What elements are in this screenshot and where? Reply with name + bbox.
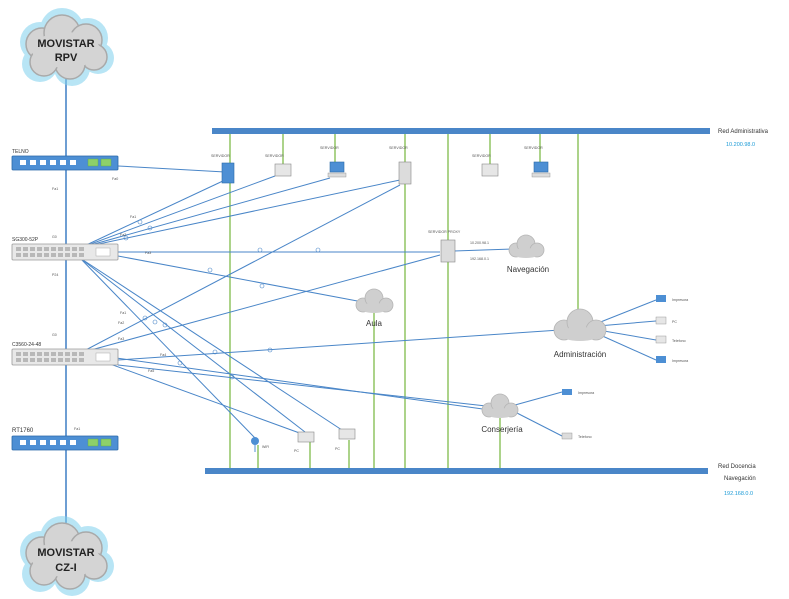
- svg-text:P24: P24: [52, 273, 58, 277]
- svg-text:SERVIDOR: SERVIDOR: [389, 146, 408, 150]
- cloud-navegacion-label: Navegación: [507, 265, 549, 274]
- cloud-bottom-line2: CZ-I: [55, 562, 76, 574]
- router-bottom-label: RT1760: [12, 428, 34, 434]
- cloud-administracion: Administración: [553, 308, 607, 359]
- svg-text:Impresora: Impresora: [672, 298, 688, 302]
- printer-icon: SERVIDOR: [265, 154, 292, 177]
- cloud-navegacion: Navegación: [507, 234, 549, 274]
- svg-text:SERVIDOR: SERVIDOR: [524, 146, 543, 150]
- svg-text:Fa3: Fa3: [145, 251, 151, 255]
- cloud-movistar-czi: MOVISTAR CZ-I: [20, 516, 114, 596]
- admin-network-title: Red Administrativa: [718, 129, 769, 135]
- cloud-top-line1: MOVISTAR: [37, 38, 94, 50]
- svg-text:Impresora: Impresora: [578, 391, 594, 395]
- printer-icon: SERVIDOR: [472, 154, 499, 177]
- svg-text:WiFi: WiFi: [262, 445, 269, 449]
- router-top: TELNO: [11, 149, 119, 171]
- cloud-bottom-line1: MOVISTAR: [37, 547, 94, 559]
- conserjeria-devices: Impresora Telefono: [561, 389, 594, 440]
- switch-a: SG300-52P: [11, 237, 119, 261]
- cloud-administracion-label: Administración: [554, 350, 606, 359]
- svg-text:192.168.0.1: 192.168.0.1: [470, 257, 489, 261]
- switch-b: C3560-24-48: [11, 342, 119, 366]
- svg-text:SERVIDOR: SERVIDOR: [265, 154, 284, 158]
- svg-text:PC: PC: [294, 449, 299, 453]
- svg-text:Fa1: Fa1: [74, 427, 80, 431]
- svg-text:PC: PC: [335, 447, 340, 451]
- cloud-conserjeria-label: Conserjería: [481, 425, 523, 434]
- gateway-device: SERVIDOR PROXY 10.200.98.1 192.168.0.1: [428, 230, 489, 263]
- network-labels: Red Administrativa 10.200.98.0 Red Docen…: [718, 129, 769, 497]
- svg-text:Fa2: Fa2: [120, 233, 126, 237]
- svg-text:Impresora: Impresora: [672, 359, 688, 363]
- computer-icon: PC: [335, 428, 356, 451]
- docencia-network-title: Red Docencia: [718, 464, 756, 470]
- computer-icon: SERVIDOR: [320, 146, 347, 178]
- svg-text:G0: G0: [52, 235, 57, 239]
- svg-text:Fa1: Fa1: [120, 311, 126, 315]
- docencia-devices: WiFi PC PC: [251, 428, 356, 453]
- svg-text:PC: PC: [672, 320, 677, 324]
- cloud-aula-label: Aula: [366, 319, 383, 328]
- docencia-network-subtitle: Navegación: [724, 476, 756, 482]
- svg-text:SERVIDOR PROXY: SERVIDOR PROXY: [428, 230, 461, 234]
- cloud-aula: Aula: [355, 288, 394, 328]
- svg-text:Fa2: Fa2: [118, 321, 124, 325]
- svg-text:Fa1: Fa1: [130, 215, 136, 219]
- svg-text:Fa3: Fa3: [118, 337, 124, 341]
- svg-text:G0: G0: [52, 333, 57, 337]
- svg-text:10.200.98.1: 10.200.98.1: [470, 241, 489, 245]
- cloud-movistar-rpv: MOVISTAR RPV: [20, 8, 114, 86]
- link-tiny-labels: Fa0 Fa1 G0 Fa1 Fa2 P24 Fa3 G0 Fa1 Fa2 Fa…: [52, 177, 166, 431]
- svg-text:Fa0: Fa0: [112, 177, 118, 181]
- server-icon: SERVIDOR: [389, 146, 412, 185]
- svg-text:Telefono: Telefono: [578, 435, 592, 439]
- switch-a-label: SG300-52P: [12, 237, 39, 243]
- svg-text:SERVIDOR: SERVIDOR: [211, 154, 230, 158]
- svg-text:SERVIDOR: SERVIDOR: [472, 154, 491, 158]
- svg-text:Fa5: Fa5: [148, 369, 154, 373]
- server-icon: SERVIDOR: [211, 154, 235, 184]
- admin-cloud-devices: Impresora PC Telefono Impresora: [655, 295, 688, 363]
- access-point-icon: WiFi: [251, 437, 269, 452]
- admin-devices: SERVIDOR SERVIDOR SERVIDOR SERVIDOR SERV…: [211, 146, 551, 185]
- computer-icon: SERVIDOR: [524, 146, 551, 178]
- cloud-top-line2: RPV: [55, 52, 78, 64]
- router-top-label: TELNO: [12, 149, 29, 155]
- svg-text:Telefono: Telefono: [672, 339, 686, 343]
- docencia-network-ip: 192.168.0.0: [724, 491, 753, 497]
- svg-text:Fa4: Fa4: [160, 353, 166, 357]
- link-markers: [123, 219, 321, 380]
- cloud-conserjeria: Conserjería: [481, 393, 523, 434]
- green-vertical-links: [229, 134, 579, 468]
- computer-icon: PC: [294, 431, 315, 453]
- svg-text:SERVIDOR: SERVIDOR: [320, 146, 339, 150]
- svg-text:Fa1: Fa1: [52, 187, 58, 191]
- switch-b-label: C3560-24-48: [12, 342, 41, 348]
- admin-network-ip: 10.200.98.0: [726, 142, 755, 148]
- router-bottom: RT1760: [11, 428, 119, 451]
- blue-links: [79, 165, 657, 439]
